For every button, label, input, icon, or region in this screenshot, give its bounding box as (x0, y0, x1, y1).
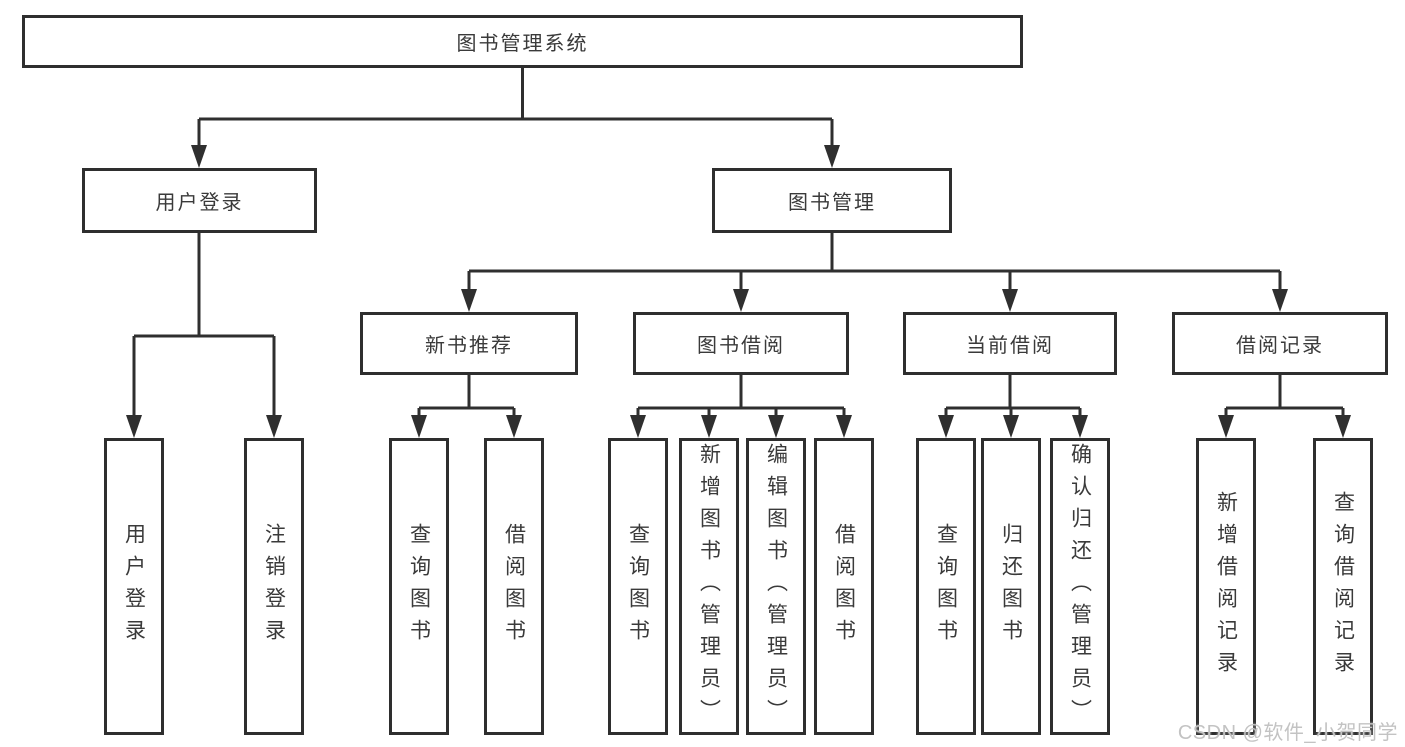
leaf-borrow-books: 借阅图书 (814, 438, 874, 735)
arrowheads (126, 145, 1351, 438)
leaf-label: 借阅图书 (832, 522, 856, 651)
leaf-label: 编辑图书（管理员） (764, 442, 788, 731)
arrowhead (733, 289, 749, 312)
leaf-logout: 注销登录 (244, 438, 304, 735)
leaf-add-books-admin: 新增图书（管理员） (679, 438, 739, 735)
leaf-label: 注销登录 (262, 522, 286, 651)
leaf-return-books: 归还图书 (981, 438, 1041, 735)
node-current-borrow: 当前借阅 (903, 312, 1117, 375)
leaf-confirm-return-admin: 确认归还（管理员） (1050, 438, 1110, 735)
connector-root (197, 68, 834, 146)
root-node-label: 图书管理系统 (456, 33, 589, 55)
arrowhead (461, 289, 477, 312)
connector-new-book-recommend (417, 375, 516, 416)
connector-book-borrow (636, 375, 846, 416)
leaf-add-borrow-record: 新增借阅记录 (1196, 438, 1256, 735)
leaf-query-books-recommend: 查询图书 (389, 438, 449, 735)
leaf-edit-books-admin: 编辑图书（管理员） (746, 438, 806, 735)
connector-borrow-records (1224, 375, 1345, 416)
arrowhead (1272, 289, 1288, 312)
connector-user-login (132, 233, 276, 416)
root-node-system: 图书管理系统 (22, 15, 1023, 68)
leaf-label: 新增借阅记录 (1214, 490, 1238, 683)
leaf-query-borrow-record: 查询借阅记录 (1313, 438, 1373, 735)
node-new-book-recommend: 新书推荐 (360, 312, 578, 375)
node-label: 图书管理 (788, 192, 876, 214)
arrowhead (824, 145, 840, 168)
arrowhead (938, 415, 954, 438)
arrowhead (126, 415, 142, 438)
node-label: 图书借阅 (697, 335, 785, 357)
arrowhead (701, 415, 717, 438)
connector-current-borrow (944, 375, 1082, 416)
node-book-management: 图书管理 (712, 168, 952, 233)
leaf-label: 归还图书 (999, 522, 1023, 651)
arrowhead (1218, 415, 1234, 438)
arrowhead (266, 415, 282, 438)
leaf-borrow-books-recommend: 借阅图书 (484, 438, 544, 735)
arrowhead (1003, 415, 1019, 438)
leaf-label: 确认归还（管理员） (1068, 442, 1092, 731)
arrowhead (1072, 415, 1088, 438)
arrowhead (836, 415, 852, 438)
leaf-query-books-current: 查询图书 (916, 438, 976, 735)
leaf-label: 查询借阅记录 (1331, 490, 1355, 683)
arrowhead (1002, 289, 1018, 312)
arrowhead (191, 145, 207, 168)
arrowhead (630, 415, 646, 438)
arrowhead (768, 415, 784, 438)
leaf-query-books-borrow: 查询图书 (608, 438, 668, 735)
leaf-label: 借阅图书 (502, 522, 526, 651)
arrowhead (506, 415, 522, 438)
leaf-label: 用户登录 (122, 522, 146, 651)
csdn-watermark: CSDN @软件_小贺同学 (1177, 722, 1398, 744)
node-label: 用户登录 (155, 192, 244, 214)
node-label: 借阅记录 (1236, 335, 1324, 357)
leaf-label: 查询图书 (407, 522, 431, 651)
node-user-login: 用户登录 (82, 168, 317, 233)
connector-book-management (467, 233, 1282, 290)
node-borrow-records: 借阅记录 (1172, 312, 1388, 375)
node-label: 当前借阅 (966, 335, 1054, 357)
node-label: 新书推荐 (425, 335, 513, 357)
leaf-label: 查询图书 (626, 522, 650, 651)
leaf-user-login: 用户登录 (104, 438, 164, 735)
arrowhead (1335, 415, 1351, 438)
node-book-borrow: 图书借阅 (633, 312, 849, 375)
leaf-label: 查询图书 (934, 522, 958, 651)
leaf-label: 新增图书（管理员） (697, 442, 721, 731)
arrowhead (411, 415, 427, 438)
